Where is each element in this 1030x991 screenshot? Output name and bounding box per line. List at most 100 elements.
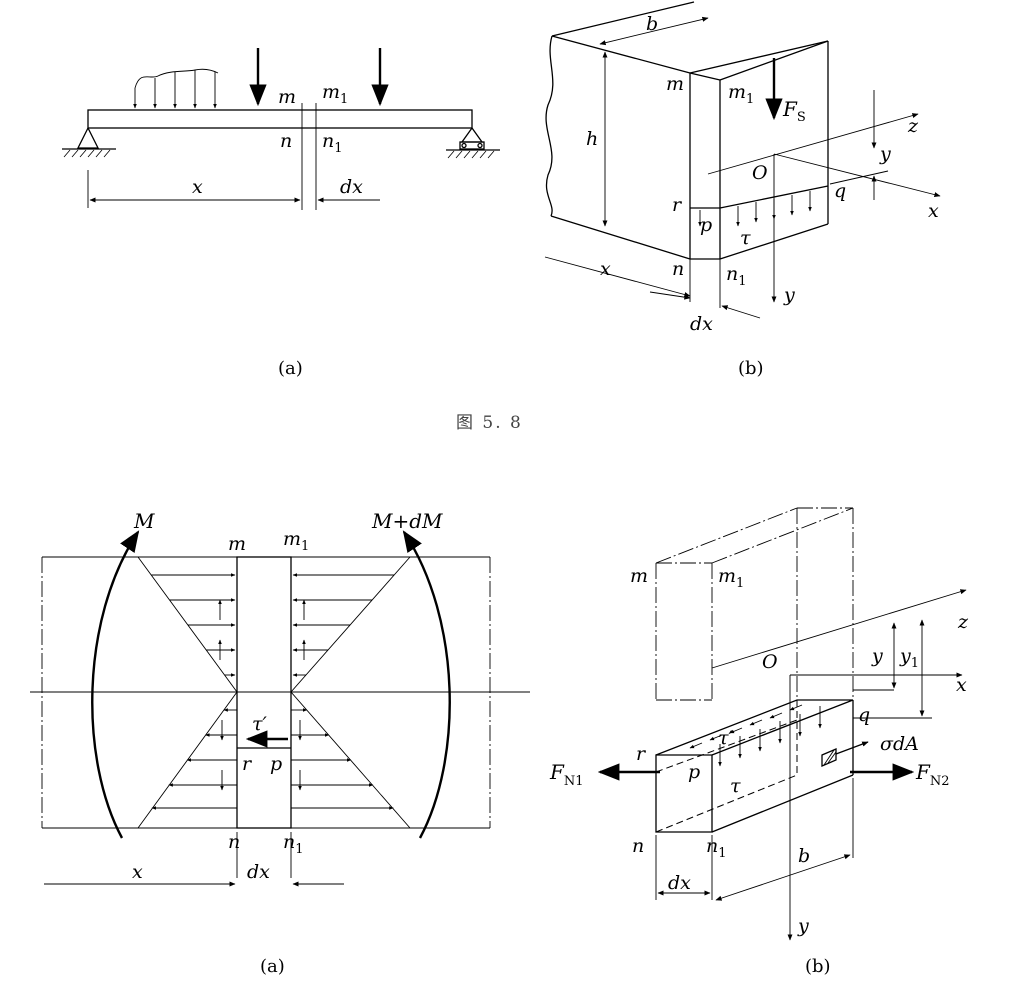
dim-dx-b bbox=[649, 291, 691, 300]
distributed-load-arrows bbox=[133, 70, 217, 109]
fig59b-element-diagram: m m1 z O y y1 x τ′ q σdA FN1 FN2 r p τ n… bbox=[549, 507, 969, 977]
shear-stress-arrows-top bbox=[689, 704, 822, 767]
label-n1: n1 bbox=[283, 831, 304, 857]
label-m: m bbox=[630, 565, 648, 587]
dim-b bbox=[599, 16, 709, 46]
label-tau: τ bbox=[740, 227, 751, 249]
label-tau: τ bbox=[730, 775, 741, 797]
label-h: h bbox=[586, 128, 598, 150]
label-q: q bbox=[834, 180, 846, 202]
label-m1: m1 bbox=[283, 528, 309, 554]
axis-x bbox=[773, 153, 941, 198]
label-q: q bbox=[858, 704, 870, 726]
pin-support-left bbox=[76, 126, 100, 149]
label-m: m bbox=[278, 86, 296, 108]
label-O: O bbox=[752, 162, 768, 184]
distributed-load-curve bbox=[134, 68, 219, 89]
label-n: n bbox=[632, 835, 644, 857]
normal-stress-arrows bbox=[151, 573, 395, 810]
figure-5-8-caption: 图 5. 8 bbox=[456, 413, 523, 433]
label-m1: m1 bbox=[718, 565, 744, 591]
label-dx: dx bbox=[690, 313, 713, 335]
arrow bbox=[709, 734, 723, 741]
label-n1: n1 bbox=[726, 263, 747, 289]
stress-triangle-left bbox=[137, 556, 238, 829]
axis-z bbox=[707, 113, 919, 175]
dim-x-bottom bbox=[544, 256, 691, 297]
label-n1: n1 bbox=[706, 835, 727, 861]
label-y-axis: y bbox=[797, 915, 809, 937]
break-line bbox=[545, 35, 554, 217]
roller-support-right bbox=[460, 126, 484, 143]
element-dx bbox=[236, 556, 292, 829]
label-n: n bbox=[280, 130, 292, 152]
label-z: z bbox=[957, 611, 969, 633]
label-p: p bbox=[700, 214, 712, 236]
stress-triangle-right bbox=[290, 556, 411, 829]
moment-M-dM-curve bbox=[402, 530, 451, 839]
label-dx: dx bbox=[247, 861, 270, 883]
moment-M-curve bbox=[91, 530, 140, 839]
beam-body bbox=[87, 109, 473, 129]
arrow bbox=[749, 719, 763, 726]
area-element-dA bbox=[821, 748, 837, 767]
label-x: x bbox=[192, 176, 203, 198]
label-Fs: FS bbox=[782, 97, 806, 125]
caption-fig59b: (b) bbox=[805, 956, 831, 977]
arrow bbox=[769, 712, 783, 719]
label-sigma-dA: σdA bbox=[880, 733, 919, 755]
label-M-dM: M+dM bbox=[371, 509, 443, 533]
label-p: p bbox=[688, 761, 700, 783]
label-n: n bbox=[672, 258, 684, 280]
label-m: m bbox=[228, 533, 246, 555]
label-p: p bbox=[270, 753, 282, 775]
label-r: r bbox=[242, 753, 253, 775]
fig58a-beam-diagram: m m1 n n1 x dx (a) bbox=[62, 48, 500, 379]
label-dx: dx bbox=[668, 872, 691, 894]
label-r: r bbox=[636, 743, 647, 765]
label-y-dim: y bbox=[879, 143, 891, 165]
label-r: r bbox=[672, 194, 683, 216]
label-b: b bbox=[646, 13, 658, 35]
label-tau-prime: τ′ bbox=[252, 713, 268, 735]
label-m1: m1 bbox=[322, 81, 348, 107]
label-x: x bbox=[132, 861, 143, 883]
label-n1: n1 bbox=[322, 130, 343, 156]
label-O: O bbox=[762, 651, 778, 673]
label-x-dim: x bbox=[600, 258, 611, 280]
caption-fig59a: (a) bbox=[260, 956, 285, 977]
arrow bbox=[789, 704, 803, 711]
label-m1: m1 bbox=[728, 81, 754, 107]
arrow bbox=[729, 727, 743, 734]
label-b: b bbox=[798, 845, 810, 867]
ground-hatch-right bbox=[447, 150, 495, 159]
caption-fig58b: (b) bbox=[738, 358, 764, 379]
axis-z bbox=[711, 589, 967, 669]
cut-face-top bbox=[689, 72, 721, 81]
label-m: m bbox=[666, 73, 684, 95]
label-FN1: FN1 bbox=[549, 760, 584, 789]
label-y1: y1 bbox=[899, 645, 919, 671]
element-front-face bbox=[655, 754, 713, 833]
label-dx: dx bbox=[340, 176, 363, 198]
label-y-axis: y bbox=[783, 284, 795, 306]
label-x-axis: x bbox=[928, 200, 939, 222]
arrow bbox=[689, 742, 703, 749]
sigma-dA-arrow bbox=[835, 741, 869, 755]
label-x-axis: x bbox=[956, 674, 967, 696]
dim-b bbox=[715, 854, 851, 901]
fig59a-stress-diagram: M M+dM m m1 τ′ r p n n1 x dx (a) bbox=[30, 509, 530, 977]
label-n: n bbox=[228, 831, 240, 853]
fig58b-segment-diagram: b h m m1 FS z y O q x r p τ n n1 x y dx … bbox=[544, 1, 941, 379]
ground-hatch-left bbox=[63, 149, 111, 158]
label-y: y bbox=[871, 645, 883, 667]
shear-stress-arrows bbox=[698, 191, 812, 227]
label-FN2: FN2 bbox=[915, 760, 950, 789]
element-top-face bbox=[655, 699, 854, 756]
label-tau-prime: τ′ bbox=[718, 727, 734, 749]
label-M: M bbox=[133, 509, 155, 533]
caption-fig58a: (a) bbox=[278, 358, 303, 379]
label-z: z bbox=[907, 115, 919, 137]
